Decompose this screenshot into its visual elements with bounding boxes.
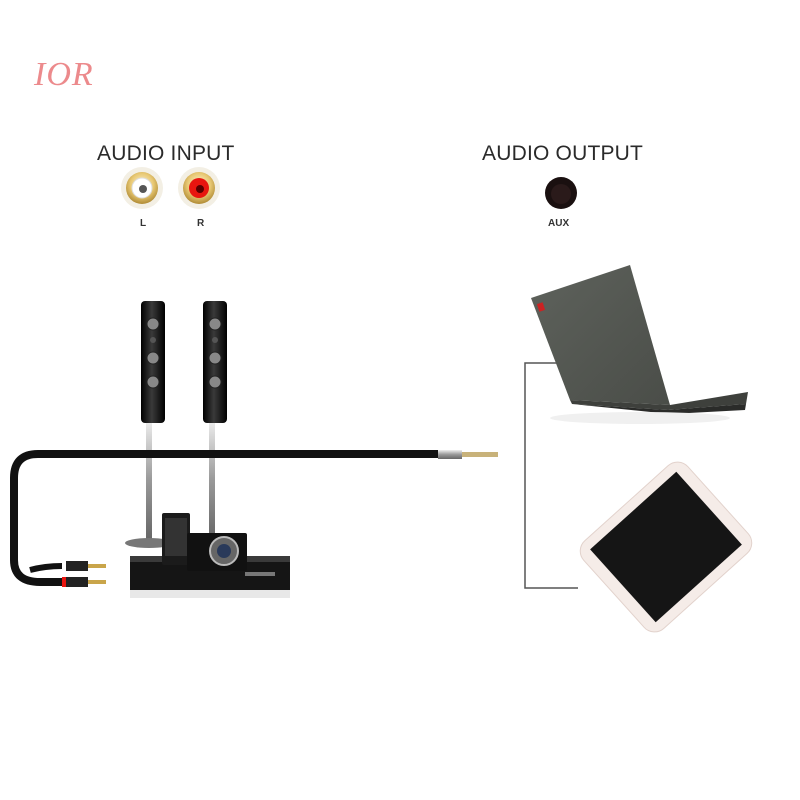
speaker-right-icon (203, 301, 227, 540)
aux-label: AUX (548, 218, 570, 229)
laptop-icon (531, 265, 748, 424)
rca-right-label: R (197, 218, 205, 229)
watermark: IOR (34, 56, 94, 93)
audio-cable-icon (10, 450, 498, 587)
audio-input-title: AUDIO INPUT (97, 142, 235, 165)
speaker-left-icon (125, 301, 173, 548)
camera-icon (187, 533, 247, 571)
rca-left-label: L (140, 218, 147, 229)
aux-port-icon (545, 177, 577, 209)
connector-bracket (524, 362, 578, 589)
media-player-icon (162, 513, 190, 565)
smartphone-icon (579, 461, 753, 633)
rca-left-port-icon (121, 167, 163, 209)
audio-output-title: AUDIO OUTPUT (482, 142, 644, 165)
rca-right-port-icon (178, 167, 220, 209)
